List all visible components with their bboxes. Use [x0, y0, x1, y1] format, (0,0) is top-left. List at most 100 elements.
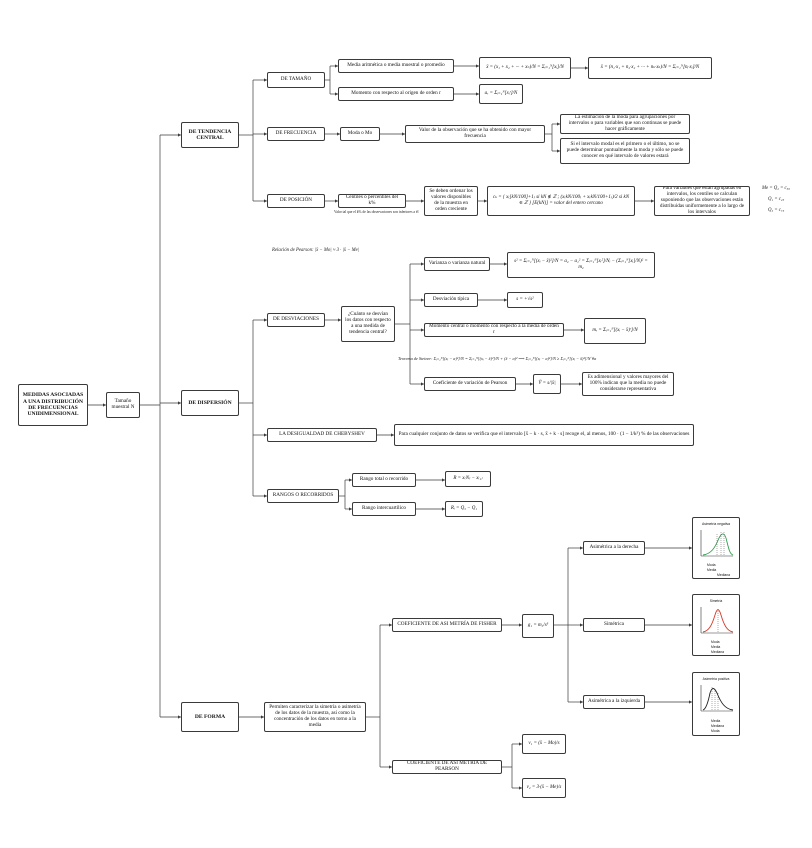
arrowhead [484, 199, 487, 203]
arrowhead [519, 786, 522, 790]
total-range-node: Rango total o recorrido [352, 473, 416, 487]
chebyshev-description: Para cualquier conjunto de datos se veri… [394, 424, 694, 446]
total-range-formula: R = x₍N₎ − x₍₁₎ [445, 471, 491, 487]
arrowhead [103, 403, 106, 407]
arrowhead [338, 318, 341, 322]
arrowhead [442, 478, 445, 482]
arrowhead [557, 122, 560, 126]
variance-formula: s² = Σᵢ₌₁ᴺ[(xᵢ − x̄)²]/N = a₂ − a₁² = Σᵢ… [507, 252, 655, 278]
arrowhead [264, 199, 267, 203]
symmetric-label-1: Moda [711, 640, 720, 644]
arrowhead [349, 478, 352, 482]
negative-skew-title: Asimetría negativa [701, 522, 731, 526]
frequency-measures-node: DE FRECUENCIA [267, 127, 325, 141]
arrowhead [337, 132, 340, 136]
arrowhead [335, 199, 338, 203]
shape-node: DE FORMA [181, 702, 239, 732]
arrowhead [178, 133, 181, 137]
arrowhead [580, 700, 583, 704]
position-measures-node: DE POSICIÓN [267, 194, 325, 208]
pearson-coefficient-node: COEFICIENTE DE ASI METRÍA DE PEARSON [392, 760, 502, 774]
right-skew-node: Asimétrica a la derecha [583, 541, 645, 555]
mean-node: Media aritmética o media muestral o prom… [338, 59, 454, 73]
sample-size-node: Tamaño muestral N [106, 392, 140, 418]
ranges-node: RANGOS O RECORRIDOS [267, 489, 339, 503]
deviation-question-node: ¿Cuánto se desvían los datos con respect… [341, 306, 395, 342]
symmetric-node: Simétrica [583, 618, 645, 632]
arrowhead [178, 401, 181, 405]
arrowhead [519, 742, 522, 746]
arrowhead [580, 546, 583, 550]
interquartile-range-node: Rango intercuartílico [352, 502, 416, 516]
positive-skew-curve [700, 685, 734, 712]
std-deviation-node: Desviación típica [424, 293, 478, 307]
arrowhead [264, 433, 267, 437]
arrowhead [335, 92, 338, 96]
positive-skew-label-1: Media [711, 719, 721, 723]
std-deviation-formula: s = +√s² [507, 292, 543, 308]
arrowhead [264, 132, 267, 136]
size-measures-node: DE TAMAÑO [267, 72, 325, 88]
arrowhead [178, 715, 181, 719]
mean-formula: x̄ = (x₁ + x₂ + ··· + xₙ)/N = Σᵢ₌₁ᴺ[xᵢ]/… [479, 57, 571, 79]
chebyshev-node: LA DESIGUALDAD DE CHEBYSHEV [267, 428, 377, 442]
percentile-formula: cₖ = { x₍[kN/100]+1₎ si kN ∉ ℤ ; (x₍kN/1… [487, 186, 635, 216]
negative-skew-figure: Asimetría negativa Moda Media Mediana [692, 517, 740, 579]
arrowhead [421, 298, 424, 302]
variance-node: Varianza o varianza natural [424, 257, 490, 271]
arrowhead [689, 700, 692, 704]
arrowhead [689, 623, 692, 627]
arrowhead [579, 382, 582, 386]
mode-definition-node: Valor de la observación que se ha obteni… [405, 125, 545, 143]
third-quartile-equivalence: Q₃ = c₇₅ [768, 208, 785, 213]
arrowhead [651, 199, 654, 203]
central-moment-node: Momento central o momento con respecto a… [424, 323, 564, 337]
weighted-mean-formula: x̄ = (n₁·x₁ + n₂·x₂ + ··· + nₖ·xₖ)/N = Σ… [588, 57, 712, 79]
dispersion-node: DE DISPERSIÓN [181, 390, 239, 416]
arrowhead [264, 494, 267, 498]
mode-graphical-note: La estimación de la moda para agrupacion… [560, 114, 690, 134]
quartile-median-equivalence: Me = Q₂ = c₅₀ [762, 186, 790, 191]
arrowhead [402, 132, 405, 136]
arrowhead [421, 262, 424, 266]
mode-node: Moda o Mo [340, 127, 380, 141]
arrowhead [689, 546, 692, 550]
positive-skew-title: Asimetría positiva [702, 677, 730, 681]
root-node: MEDIDAS ASOCIADAS A UNA DISTRIBUCIÓN DE … [18, 384, 88, 426]
arrowhead [581, 328, 584, 332]
percentiles-node: Centiles o percentiles del k% [338, 194, 406, 208]
arrowhead [421, 382, 424, 386]
arrowhead [391, 433, 394, 437]
arrowhead [261, 715, 264, 719]
arrowhead [519, 623, 522, 627]
positive-skew-figure: Asimetría positiva Media Mediana Moda [692, 672, 740, 736]
pearson-median-formula: v₂ = 3·(x̄ − Me)/s [522, 778, 566, 798]
arrowhead [264, 78, 267, 82]
symmetric-label-2: Media [711, 645, 721, 649]
negative-skew-label-3: Mediana [717, 573, 731, 577]
positive-skew-label-3: Moda [711, 729, 720, 733]
interquartile-range-formula: Rᵢ = Q₃ − Q₁ [445, 501, 483, 517]
symmetric-title: Simetría [709, 599, 723, 603]
sort-values-node: Se deben ordenar los valores disponibles… [424, 186, 478, 216]
arrowhead [335, 64, 338, 68]
variation-coefficient-formula: Ṽ = s/|x̄| [533, 374, 561, 394]
steiner-theorem: Teorema de Steiner: Σᵢ₌₁ᴺ[(xᵢ − a)²]/N =… [398, 356, 597, 361]
fisher-coefficient-node: COEFICIENTE DE ASI METRÍA DE FISHER [392, 618, 502, 632]
central-moment-formula: mᵣ = Σᵢ₌₁ᴺ[(xᵢ − x̄)ʳ]/N [584, 318, 646, 344]
percentiles-definition-note: Valor tal que el k% de las observaciones… [334, 210, 419, 214]
arrowhead [580, 623, 583, 627]
variation-coefficient-note: Es adimensional y valores mayores del 10… [582, 372, 674, 396]
negative-skew-label-2: Media [707, 568, 717, 572]
negative-skew-label-1: Moda [707, 563, 716, 567]
arrowhead [504, 298, 507, 302]
origin-moment-formula: aᵣ = Σᵢ₌₁ᴺ[xᵢʳ]/N [479, 84, 523, 104]
origin-moment-node: Momento con respecto al origen de orden … [338, 87, 454, 101]
variation-coefficient-node: Coeficiente de variación de Pearson [424, 377, 516, 391]
arrowhead [530, 382, 533, 386]
arrowhead [421, 199, 424, 203]
deviations-node: DE DESVIACIONES [267, 313, 325, 327]
arrowhead [557, 149, 560, 153]
arrowhead [585, 66, 588, 70]
